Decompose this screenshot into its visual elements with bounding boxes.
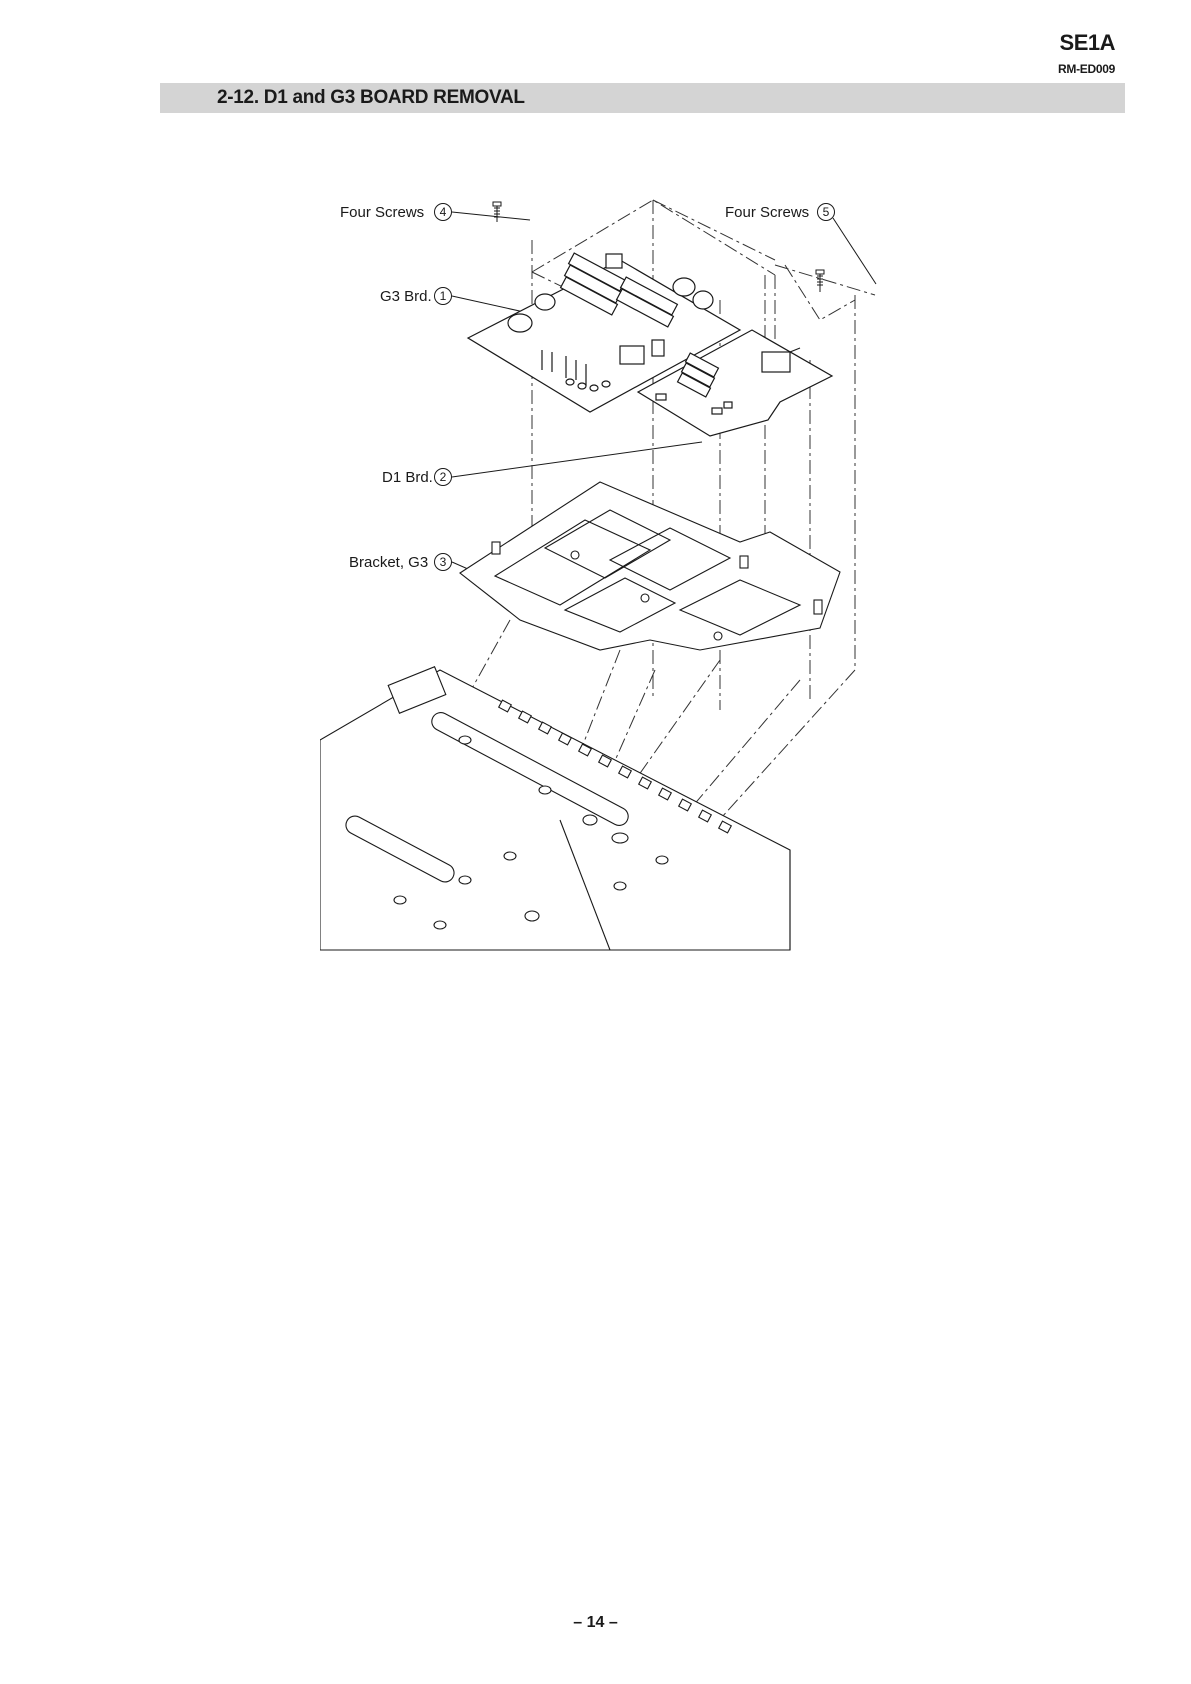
document-code: RM-ED009 bbox=[1058, 62, 1115, 76]
callout-num-4: 4 bbox=[435, 204, 452, 221]
callout-four-screws-left: Four Screws bbox=[340, 204, 424, 221]
model-code: SE1A bbox=[1060, 30, 1115, 56]
callout-num-1: 1 bbox=[435, 288, 452, 305]
callout-four-screws-right: Four Screws bbox=[725, 204, 809, 221]
screw-icon bbox=[816, 270, 824, 292]
svg-text:5: 5 bbox=[823, 205, 830, 219]
exploded-view-diagram: Four Screws 4 Four Screws 5 G3 Brd. 1 D1… bbox=[320, 180, 930, 1030]
callout-d1-board: D1 Brd. bbox=[382, 469, 433, 486]
callout-g3-board: G3 Brd. bbox=[380, 288, 432, 305]
screw-icon bbox=[493, 202, 501, 222]
callout-num-2: 2 bbox=[435, 469, 452, 486]
callout-num-3: 3 bbox=[435, 554, 452, 571]
section-header-bar: 2-12. D1 and G3 BOARD REMOVAL bbox=[160, 83, 1125, 113]
bracket-g3 bbox=[460, 482, 840, 650]
svg-text:3: 3 bbox=[440, 555, 447, 569]
section-title: 2-12. D1 and G3 BOARD REMOVAL bbox=[217, 87, 525, 109]
svg-text:2: 2 bbox=[440, 470, 447, 484]
svg-text:4: 4 bbox=[440, 205, 447, 219]
callout-bracket-g3: Bracket, G3 bbox=[349, 554, 428, 571]
callout-num-5: 5 bbox=[818, 204, 835, 221]
page-number: – 14 – bbox=[0, 1614, 1191, 1632]
svg-text:1: 1 bbox=[440, 289, 447, 303]
